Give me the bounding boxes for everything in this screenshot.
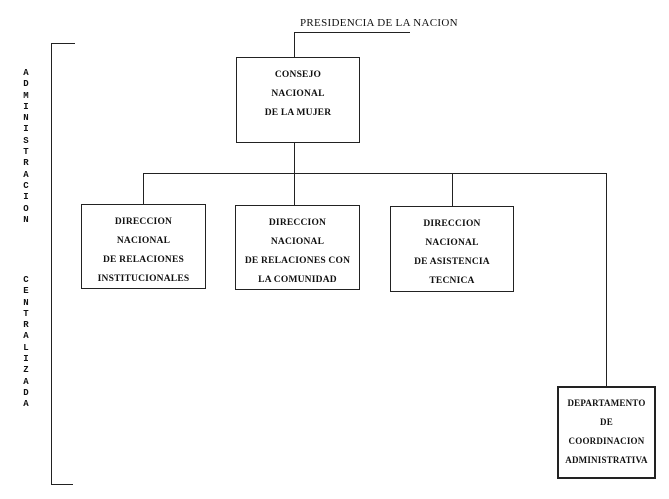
box-relaciones-comunidad: DIRECCION NACIONAL DE RELACIONES CON LA …: [235, 205, 360, 290]
box-line: CONSEJO: [274, 70, 322, 80]
box-consejo-nacional: CONSEJO NACIONAL DE LA MUJER: [236, 57, 360, 143]
side-label-letter: Z: [23, 365, 29, 376]
side-label-letter: A: [23, 169, 29, 180]
side-label-letter: I: [23, 101, 29, 112]
box-line: INSTITUCIONALES: [97, 274, 190, 284]
box-line: DE ASISTENCIA: [414, 257, 490, 267]
connector-child-1: [143, 173, 144, 204]
box-line: DEPARTAMENTO: [567, 398, 646, 408]
side-label-letter: O: [23, 203, 29, 214]
bracket-bottom: [51, 484, 73, 485]
box-line: NACIONAL: [271, 89, 325, 99]
bracket-vertical: [51, 43, 52, 484]
side-label-letter: A: [23, 399, 29, 410]
box-line: ADMINISTRATIVA: [565, 455, 648, 465]
box-line: TECNICA: [429, 276, 475, 286]
side-label-letter: L: [23, 342, 29, 353]
box-line: DIRECCION: [268, 218, 327, 228]
side-label-letter: I: [23, 124, 29, 135]
side-label-letter: A: [23, 68, 29, 78]
box-line: LA COMUNIDAD: [258, 275, 337, 285]
side-label-letter: I: [23, 192, 29, 203]
side-label-letter: I: [23, 354, 29, 365]
connector-horizontal: [143, 173, 607, 174]
side-label-letter: N: [23, 297, 29, 308]
connector-child-3: [452, 174, 453, 206]
box-line: DIRECCION: [423, 219, 481, 229]
box-line: DE: [600, 417, 613, 427]
bracket-top: [51, 43, 75, 44]
box-line: DIRECCION: [114, 217, 173, 227]
connector-presidencia: [294, 32, 295, 57]
side-label-letter: M: [23, 90, 29, 101]
presidencia-label: PRESIDENCIA DE LA NACION: [300, 17, 458, 29]
box-line: NACIONAL: [116, 236, 171, 246]
side-label-letter: D: [23, 387, 29, 398]
box-line: NACIONAL: [270, 237, 325, 247]
side-label-letter: C: [23, 180, 29, 191]
side-label-letter: T: [23, 147, 29, 158]
box-line: DE RELACIONES: [103, 255, 184, 265]
connector-child-4: [606, 174, 607, 386]
box-coordinacion-administrativa: DEPARTAMENTO DE COORDINACION ADMINISTRAT…: [557, 386, 656, 479]
presidencia-underline: [294, 32, 410, 33]
box-line: NACIONAL: [425, 238, 479, 248]
side-label-letter: T: [23, 308, 29, 319]
box-asistencia-tecnica: DIRECCION NACIONAL DE ASISTENCIA TECNICA: [390, 206, 514, 292]
side-label-letter: A: [23, 376, 29, 387]
box-line: COORDINACION: [568, 436, 645, 446]
side-label-letter: D: [23, 79, 29, 90]
box-line: DE RELACIONES CON: [244, 256, 351, 266]
side-label-letter: N: [23, 214, 29, 225]
box-line: DE LA MUJER: [264, 108, 332, 118]
side-label-letter: C: [23, 275, 29, 285]
side-label-letter: S: [23, 135, 29, 146]
side-label-letter: R: [23, 320, 29, 331]
side-label-letter: A: [23, 331, 29, 342]
side-label-letter: E: [23, 286, 29, 297]
box-relaciones-institucionales: DIRECCION NACIONAL DE RELACIONES INSTITU…: [81, 204, 206, 289]
side-label-letter: N: [23, 113, 29, 124]
side-label-letter: R: [23, 158, 29, 169]
